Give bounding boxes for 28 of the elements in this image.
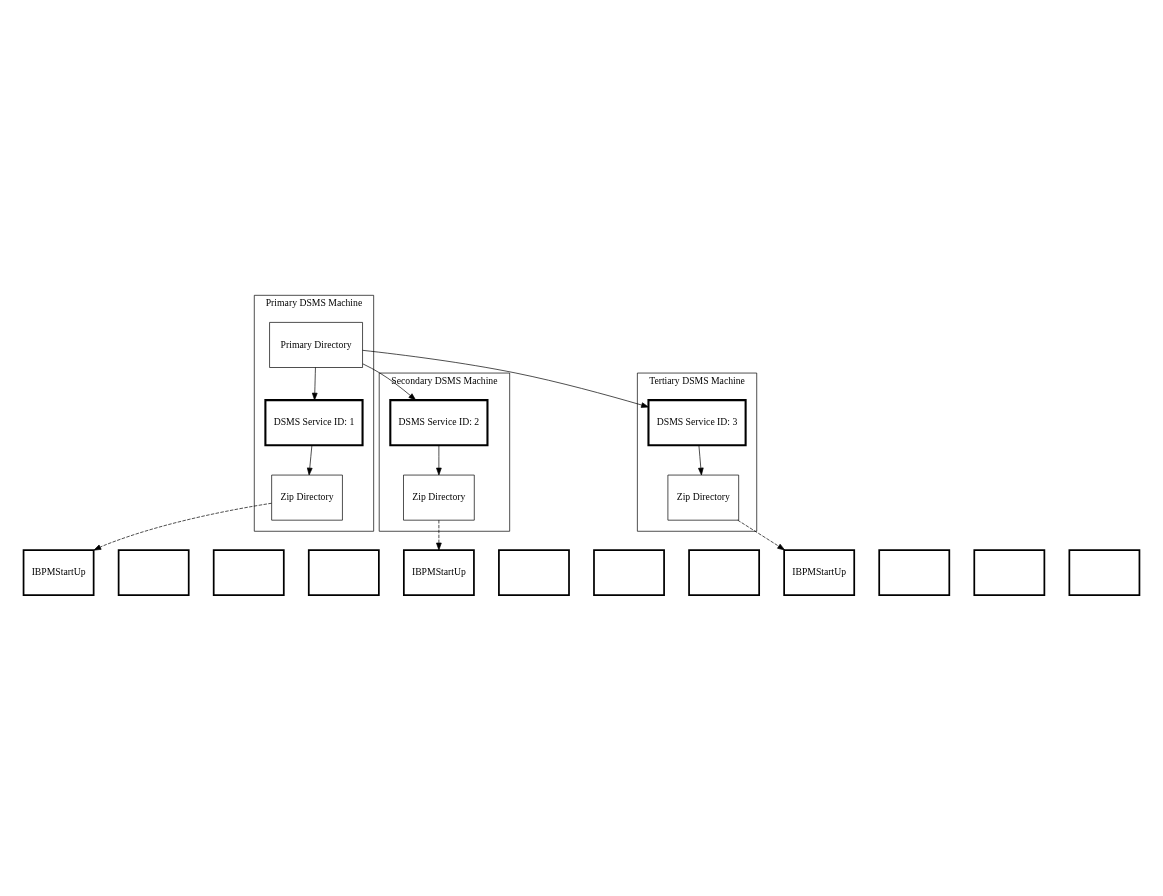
arrow (362, 349, 649, 408)
node-box: DSMS Service ID: 1 (264, 399, 364, 447)
node-box: Zip Directory (403, 474, 475, 521)
node-box (117, 549, 190, 596)
node-box: Zip Directory (271, 474, 343, 521)
node-box (878, 549, 951, 596)
node-box (307, 549, 380, 596)
arrow (737, 519, 785, 551)
arrow (436, 444, 442, 476)
node-box: Zip Directory (667, 474, 740, 521)
arrow (436, 519, 442, 551)
node-box: IBPMStartUp (22, 549, 95, 596)
arrow (362, 363, 417, 401)
node-box (688, 549, 761, 596)
node-box (212, 549, 285, 596)
arrow (307, 444, 313, 476)
node-box: DSMS Service ID: 3 (647, 399, 747, 447)
node-box (973, 549, 1046, 596)
node-box: Primary Directory (269, 322, 363, 368)
node-box (498, 549, 570, 596)
node-box: IBPMStartUp (402, 549, 475, 596)
node-box (593, 549, 665, 596)
node-box: DSMS Service ID: 2 (389, 399, 489, 447)
node-box: IBPMStartUp (783, 549, 856, 596)
arrow (698, 444, 704, 476)
arrow (312, 367, 318, 401)
node-box (1068, 549, 1141, 596)
arrow (93, 502, 272, 551)
